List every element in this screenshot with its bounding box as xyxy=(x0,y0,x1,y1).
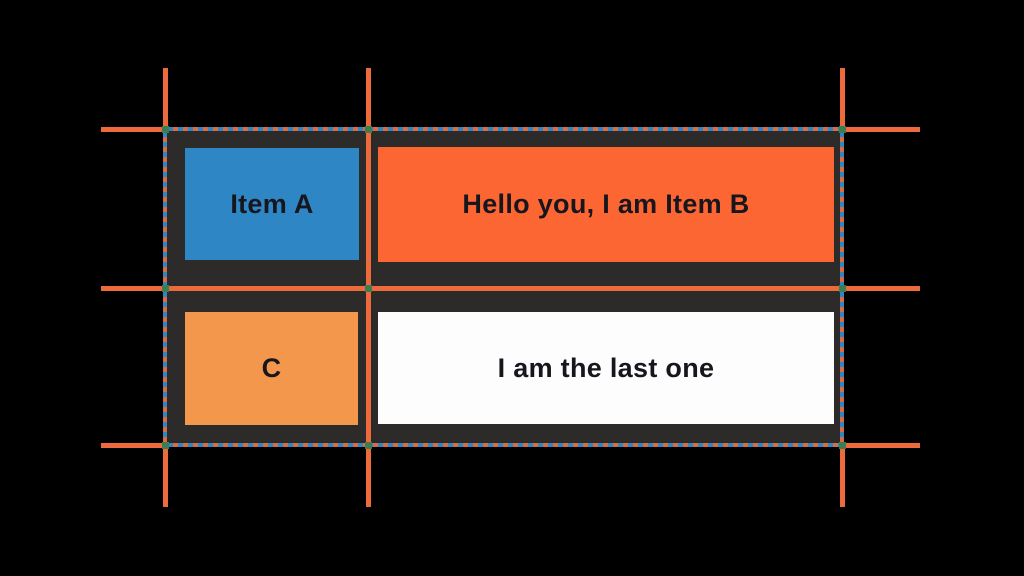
grid-item-b-label: Hello you, I am Item B xyxy=(462,189,750,219)
grid-intersection-dot xyxy=(365,442,372,449)
grid-intersection-dot xyxy=(839,126,846,133)
grid-line-row1-left-extension xyxy=(101,127,163,132)
grid-intersection-dot xyxy=(839,442,846,449)
grid-line-row2-divider xyxy=(101,286,920,291)
grid-line-col3-top-extension xyxy=(840,68,845,127)
grid-intersection-dot xyxy=(162,285,169,292)
grid-item-a: Item A xyxy=(185,148,359,260)
grid-line-col3-bottom-extension xyxy=(840,447,845,507)
grid-border-bottom xyxy=(163,443,844,447)
grid-item-c: C xyxy=(185,312,358,425)
grid-border-top xyxy=(163,127,844,131)
grid-intersection-dot xyxy=(162,442,169,449)
grid-line-col1-top-extension xyxy=(163,68,168,127)
grid-intersection-dot xyxy=(839,285,846,292)
grid-item-last-label: I am the last one xyxy=(497,352,715,383)
grid-intersection-dot xyxy=(365,126,372,133)
grid-item-b: Hello you, I am Item B xyxy=(378,147,834,262)
grid-item-last: I am the last one xyxy=(378,312,834,424)
grid-line-row3-left-extension xyxy=(101,443,163,448)
grid-line-row1-right-extension xyxy=(844,127,920,132)
grid-item-c-label: C xyxy=(261,353,282,383)
grid-line-col1-bottom-extension xyxy=(163,447,168,507)
grid-item-a-label: Item A xyxy=(230,188,314,219)
grid-line-row3-right-extension xyxy=(844,443,920,448)
grid-intersection-dot xyxy=(162,126,169,133)
grid-intersection-dot xyxy=(365,285,372,292)
